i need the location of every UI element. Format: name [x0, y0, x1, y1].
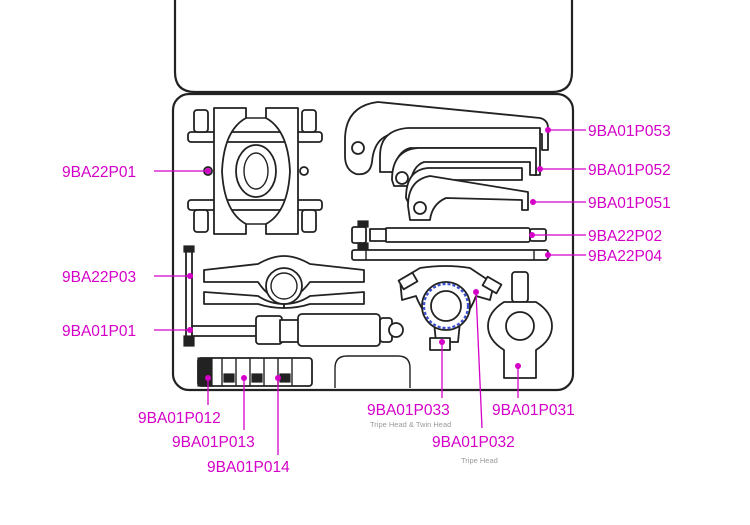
label-9BA01P033: 9BA01P033: [367, 402, 450, 419]
long-bar: [351, 249, 549, 261]
nut-set: [197, 357, 313, 387]
label-9BA01P012: 9BA01P012: [138, 410, 221, 427]
triple-head: [397, 265, 503, 351]
label-9BA01P031: 9BA01P031: [492, 402, 575, 419]
slide-hammer: [183, 245, 404, 347]
label-9BA01P052: 9BA01P052: [588, 162, 671, 179]
label-9BA01P051: 9BA01P051: [588, 195, 671, 212]
note-tripe-twin-head: Tripe Head & Twin Head: [370, 420, 451, 429]
label-9BA01P014: 9BA01P014: [207, 459, 290, 476]
bearing-separator: [187, 107, 323, 235]
label-9BA22P02: 9BA22P02: [588, 228, 662, 245]
case-lid: [173, 0, 574, 94]
label-9BA22P01: 9BA22P01: [62, 164, 136, 181]
label-9BA22P03: 9BA22P03: [62, 269, 136, 286]
label-9BA01P01: 9BA01P01: [62, 323, 136, 340]
note-tripe-head: Tripe Head: [461, 456, 498, 465]
leader-lines: [154, 127, 586, 455]
hook-arms: [344, 101, 549, 221]
label-9BA22P04: 9BA22P04: [588, 248, 662, 265]
label-9BA01P013: 9BA01P013: [172, 434, 255, 451]
label-9BA01P053: 9BA01P053: [588, 123, 671, 140]
label-9BA01P032: 9BA01P032: [432, 434, 515, 451]
twin-head: [487, 271, 553, 379]
cross-beam: [203, 255, 365, 309]
